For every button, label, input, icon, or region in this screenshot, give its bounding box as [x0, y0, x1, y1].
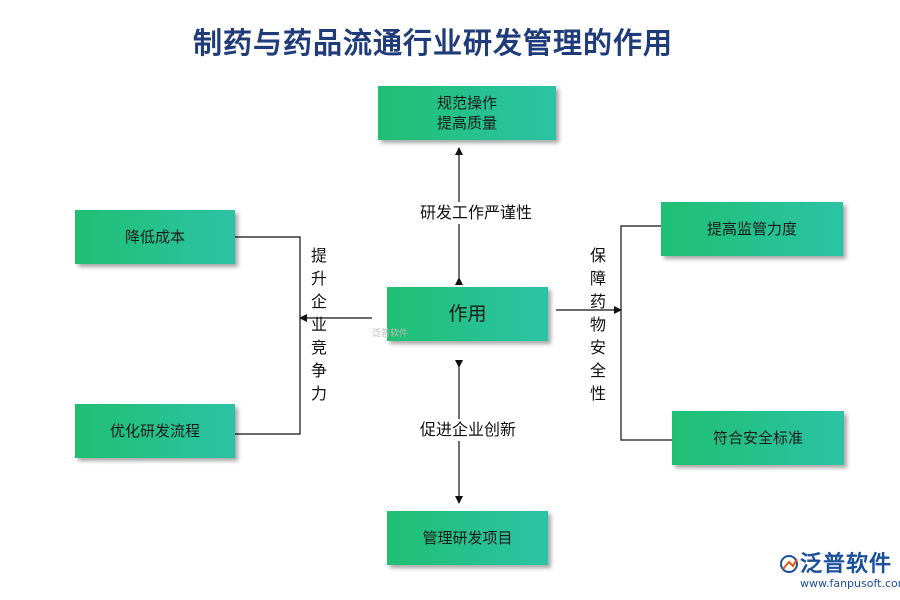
box-center: 作用 — [387, 287, 548, 341]
logo-url: www.fanpusoft.com — [800, 577, 900, 590]
label-right-vertical: 保 障 药 物 安 全 性 — [589, 246, 606, 403]
box-top: 规范操作 提高质量 — [378, 86, 556, 140]
box-top-line-2: 提高质量 — [436, 114, 497, 132]
logo-brand-text: 泛普软件 — [800, 552, 893, 577]
right-bracket — [620, 225, 672, 441]
box-left-top: 降低成本 — [75, 210, 235, 264]
box-top-line-1: 规范操作 — [436, 94, 497, 112]
box-right-top: 提高监管力度 — [661, 202, 843, 256]
box-left-bottom: 优化研发流程 — [75, 404, 235, 458]
label-left-vertical: 提 升 企 业 竞 争 力 — [310, 246, 327, 403]
logo-icon — [780, 555, 798, 573]
label-up: 研发工作严谨性 — [420, 202, 533, 224]
page-title: 制药与药品流通行业研发管理的作用 — [192, 26, 673, 60]
label-down: 促进企业创新 — [420, 419, 517, 441]
left-bracket — [235, 236, 301, 435]
box-right-bottom: 符合安全标准 — [672, 411, 844, 465]
brand-logo: 泛普软件 — [778, 553, 892, 577]
watermark: 泛普软件 — [372, 329, 409, 339]
box-bottom: 管理研发项目 — [387, 511, 548, 565]
